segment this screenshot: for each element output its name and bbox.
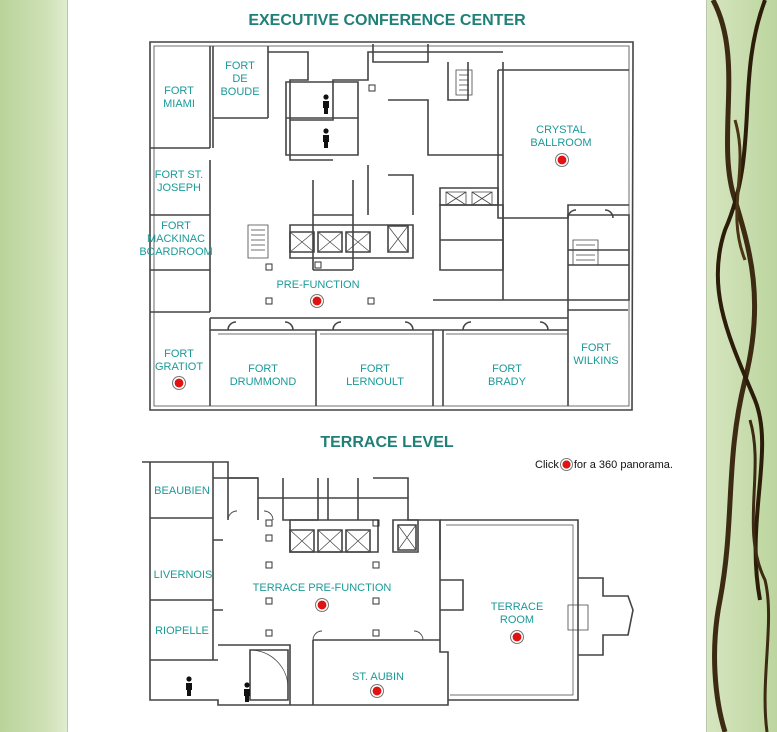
room-fort-wilkins: FORT WILKINS [573, 342, 619, 367]
decorative-vine-icon [710, 0, 771, 732]
room-terrace-room: TERRACE ROOM [490, 601, 544, 626]
room-fort-de-boude: FORT DE BOUDE [220, 60, 260, 98]
room-fort-lernoult: FORT LERNOULT [346, 363, 404, 388]
panorama-hotspot-icon[interactable] [172, 376, 186, 390]
legend-text: for a 360 panorama. [573, 458, 673, 471]
legend-click-word: Click [535, 458, 559, 471]
room-fort-miami: FORT MIAMI [163, 85, 195, 110]
restroom-person-icon [323, 94, 329, 114]
panorama-hotspot-icon[interactable] [370, 684, 384, 698]
panorama-hotspot-icon[interactable] [310, 294, 324, 308]
terrace-level-title: TERRACE LEVEL [320, 434, 454, 451]
restroom-person-icon [186, 676, 192, 696]
panorama-hotspot-icon[interactable] [315, 598, 329, 612]
room-fort-gratiot: FORT GRATIOT [154, 348, 204, 373]
panorama-hotspot-icon[interactable] [510, 630, 524, 644]
area-terrace-pre-function: TERRACE PRE-FUNCTION [252, 582, 392, 594]
room-beaubien: BEAUBIEN [154, 485, 210, 497]
floor-plan-walls [142, 41, 634, 706]
floor-plan-sheet: EXECUTIVE CONFERENCE CENTER TERRACE LEVE… [67, 0, 707, 732]
room-fort-mackinac-boardroom: FORT MACKINAC BOARDROOM [139, 220, 213, 258]
area-pre-function: PRE-FUNCTION [276, 279, 360, 291]
restroom-person-icon [323, 128, 329, 148]
legend: Click for a 360 panorama. [535, 458, 673, 471]
room-livernois: LIVERNOIS [153, 569, 213, 581]
restroom-person-icon [244, 682, 250, 702]
room-fort-brady: FORT BRADY [488, 363, 526, 388]
room-riopelle: RIOPELLE [155, 625, 209, 637]
room-fort-drummond: FORT DRUMMOND [229, 363, 297, 388]
room-crystal-ballroom: CRYSTAL BALLROOM [530, 124, 592, 149]
room-fort-st-joseph: FORT ST. JOSEPH [154, 169, 204, 194]
panorama-hotspot-icon[interactable] [555, 153, 569, 167]
room-st-aubin: ST. AUBIN [352, 671, 404, 683]
upper-floor-title: EXECUTIVE CONFERENCE CENTER [248, 12, 526, 29]
legend-hotspot-icon [559, 458, 573, 471]
